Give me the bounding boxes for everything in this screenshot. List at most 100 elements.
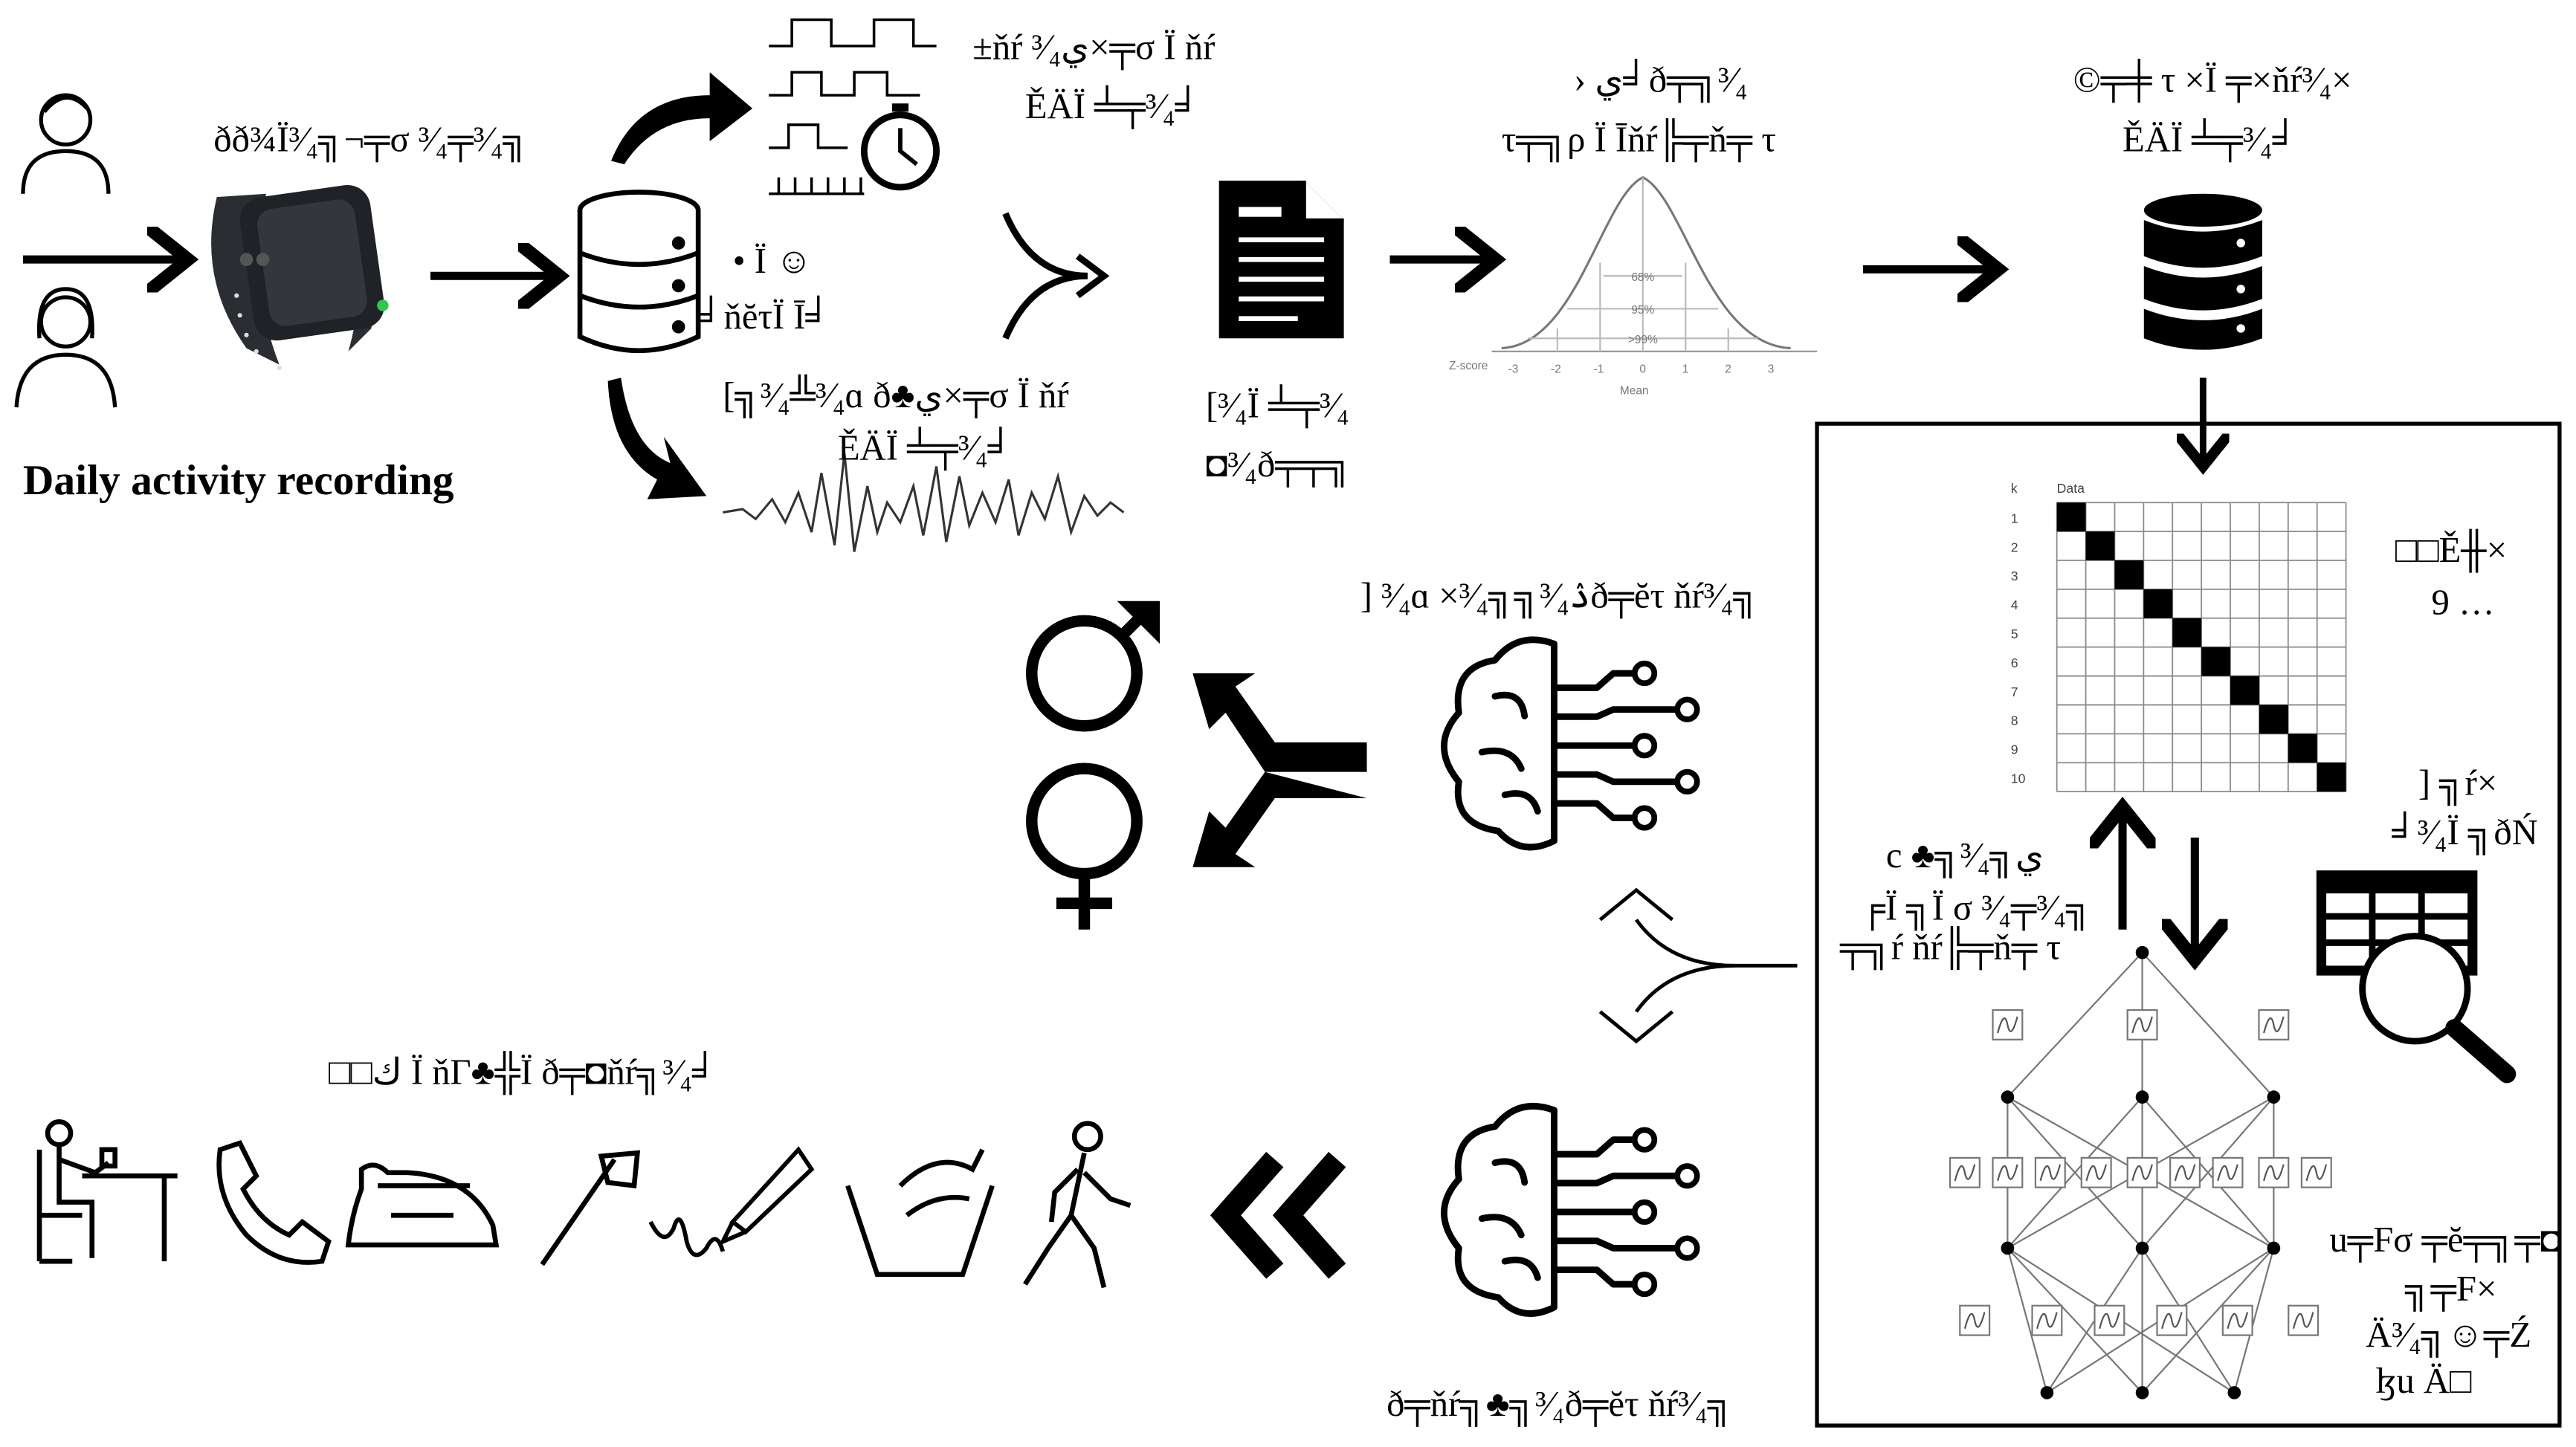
nn-activation-curve (2131, 1164, 2153, 1182)
nn-node (2267, 1090, 2281, 1104)
db-side-label-1: • Ï ☺ (733, 241, 813, 281)
tick-0: 0 (1639, 363, 1646, 376)
mid-label-2: ╒Ï ╗Ï σ ³⁄₄╤³⁄₄╗ (1859, 887, 2091, 930)
clock-icon (860, 103, 940, 191)
waveform-signal-icon (723, 453, 1125, 552)
brain-circuit-icon-top (1441, 636, 1700, 851)
brain-circuit-node (1631, 1199, 1658, 1225)
nn-connection (2007, 951, 2143, 1098)
matrix-row-label: 7 (2011, 684, 2018, 699)
brain-fold (1478, 1158, 1541, 1281)
matrix-diagonal-cell (2056, 502, 2086, 532)
model-panel-frame (1815, 421, 2562, 1428)
hand-washing-icon (845, 1148, 995, 1278)
matrix-diagonal-cell (2114, 560, 2144, 589)
nn-connection (2007, 1248, 2048, 1393)
brain-top-label: ] ³⁄₄ɑ ×³⁄₄╗╗ۮ³⁄₄ð╤ĕτ ňŕ³⁄₄╗ (1360, 576, 1759, 619)
sitting-at-table-icon (36, 1119, 178, 1264)
nn-activation-curve (2161, 1312, 2183, 1330)
normalization-label-1: › ي╛ð╤╗³⁄₄ (1574, 59, 1748, 103)
matrix-row-label: 6 (2011, 655, 2018, 670)
matrix-diagonal-cell (2172, 618, 2202, 647)
nn-activation-curve (2227, 1312, 2249, 1330)
database-solid-icon (2143, 193, 2262, 350)
nn-activation-curve (1963, 1312, 1986, 1330)
nn-activation-curve (2263, 1016, 2285, 1034)
right-side-label-4: ╛³⁄₄Ï ╗ðŃ (2391, 811, 2537, 855)
iron-icon (345, 1162, 500, 1248)
mean-label: Mean (1620, 384, 1649, 397)
nn-node (2001, 1090, 2015, 1104)
split-arrow-icon (1598, 887, 1798, 1044)
nn-activation-curve (2099, 1312, 2120, 1330)
brain-circuit-trace (1551, 800, 1636, 821)
matrix-row-label: 8 (2011, 713, 2018, 728)
document-label-1: [³⁄₄Ï ╧╤³⁄₄ (1206, 383, 1349, 428)
nn-activation-curve (2036, 1312, 2058, 1330)
document-label-2: ◘³⁄₄ð╤╤╗ (1206, 444, 1352, 488)
matrix-diagonal-cell (2259, 705, 2288, 734)
double-chevron-left-icon (1210, 1151, 1346, 1279)
tick-minus2: -2 (1551, 363, 1561, 376)
matrix-row-label: 3 (2011, 569, 2018, 583)
toothbrush-icon (540, 1150, 641, 1266)
matrix-row-label: 2 (2011, 540, 2018, 554)
nn-connection (2007, 1096, 2143, 1249)
nn-label-3: Ä³⁄₄╗☺╤Ź (2366, 1315, 2531, 1358)
brain-fold (1478, 691, 1541, 815)
matrix-diagonal-cell (2085, 531, 2115, 560)
tick-1: 1 (1682, 363, 1689, 376)
matrix-diagonal-cell (2201, 647, 2231, 676)
nn-connection (2141, 1247, 2275, 1393)
nn-label-1: u╤Fσ ╤ĕ╤╗╤◘ (2329, 1220, 2562, 1263)
brain-circuit-node (1631, 733, 1658, 759)
nn-node (2135, 1090, 2149, 1104)
nn-label-2: ╗╤F× (2404, 1269, 2496, 1312)
brain-circuit-trace (1551, 771, 1679, 786)
table-search-icon (2316, 870, 2517, 1084)
nn-activation-curve (2217, 1164, 2238, 1182)
brain-bottom-label: ð╤ňŕ╗♣╗³⁄₄ð╤ĕτ ňŕ³⁄₄╗ (1387, 1384, 1733, 1427)
signal-bottom-label-1: [╗³⁄₄╩³⁄₄ɑ ð♣ي×╤σ Ï ňŕ (723, 374, 1069, 418)
nn-activation-box (2094, 1304, 2125, 1336)
brain-circuit-trace (1551, 670, 1636, 691)
matrix-diagonal-cell (2317, 763, 2346, 792)
signal-top-label-2: ĚÄÏ ╧╤³⁄₄╛ (1025, 85, 1201, 129)
brain-circuit-node (1631, 1271, 1658, 1298)
brain-circuit-node (1674, 768, 1700, 794)
matrix-diagonal-cell (2143, 589, 2173, 618)
signing-pen-icon (648, 1146, 815, 1257)
normalization-label-2: τ╤╗ρ Ï Īňŕ╠╤ň╤ τ (1502, 117, 1776, 162)
nn-activation-curve (2039, 1164, 2062, 1182)
database-outline-icon (577, 190, 701, 354)
curved-arrow-up-icon (611, 72, 753, 164)
percent-95: 95% (1631, 304, 1654, 317)
mid-label-3: ╤╗ŕ ňŕ╠╤ň╤ τ (1839, 926, 2061, 971)
nn-activation-box (2258, 1009, 2290, 1040)
phone-icon (216, 1139, 332, 1265)
normal-distribution-chart: 68% 95% >99% Z-score -3 -2 -1 0 1 2 3 Me… (1449, 175, 1818, 397)
document-icon (1218, 181, 1344, 339)
brain-circuit-icon-bottom (1441, 1102, 1700, 1317)
daily-activity-label: Daily activity recording (23, 457, 454, 504)
matrix-row-label: 1 (2011, 511, 2018, 525)
neural-network-diagram (1949, 945, 2332, 1399)
matrix-data-label: Data (2057, 481, 2085, 496)
right-side-label-2: 9 … (2432, 582, 2495, 622)
matrix-diagonal-cell (2230, 676, 2259, 705)
nn-node (2267, 1241, 2281, 1255)
matrix-row-label: 4 (2011, 598, 2018, 612)
signal-bottom-label-2: ĚÄÏ ╧╤³⁄₄╛ (838, 427, 1013, 471)
brain-outline (1441, 1102, 1557, 1317)
nn-activation-curve (1997, 1016, 2018, 1034)
nn-node (2040, 1386, 2054, 1399)
square-wave-signal-icon (769, 18, 937, 195)
nn-activation-curve (1954, 1164, 1976, 1182)
nn-activation-box (2126, 1009, 2158, 1040)
nn-activation-curve (2292, 1312, 2314, 1330)
tick-3: 3 (1768, 363, 1775, 376)
tick-minus1: -1 (1594, 363, 1604, 376)
brain-circuit-trace (1551, 706, 1679, 720)
nn-activation-box (2034, 1156, 2066, 1188)
nn-activation-curve (2174, 1164, 2196, 1182)
